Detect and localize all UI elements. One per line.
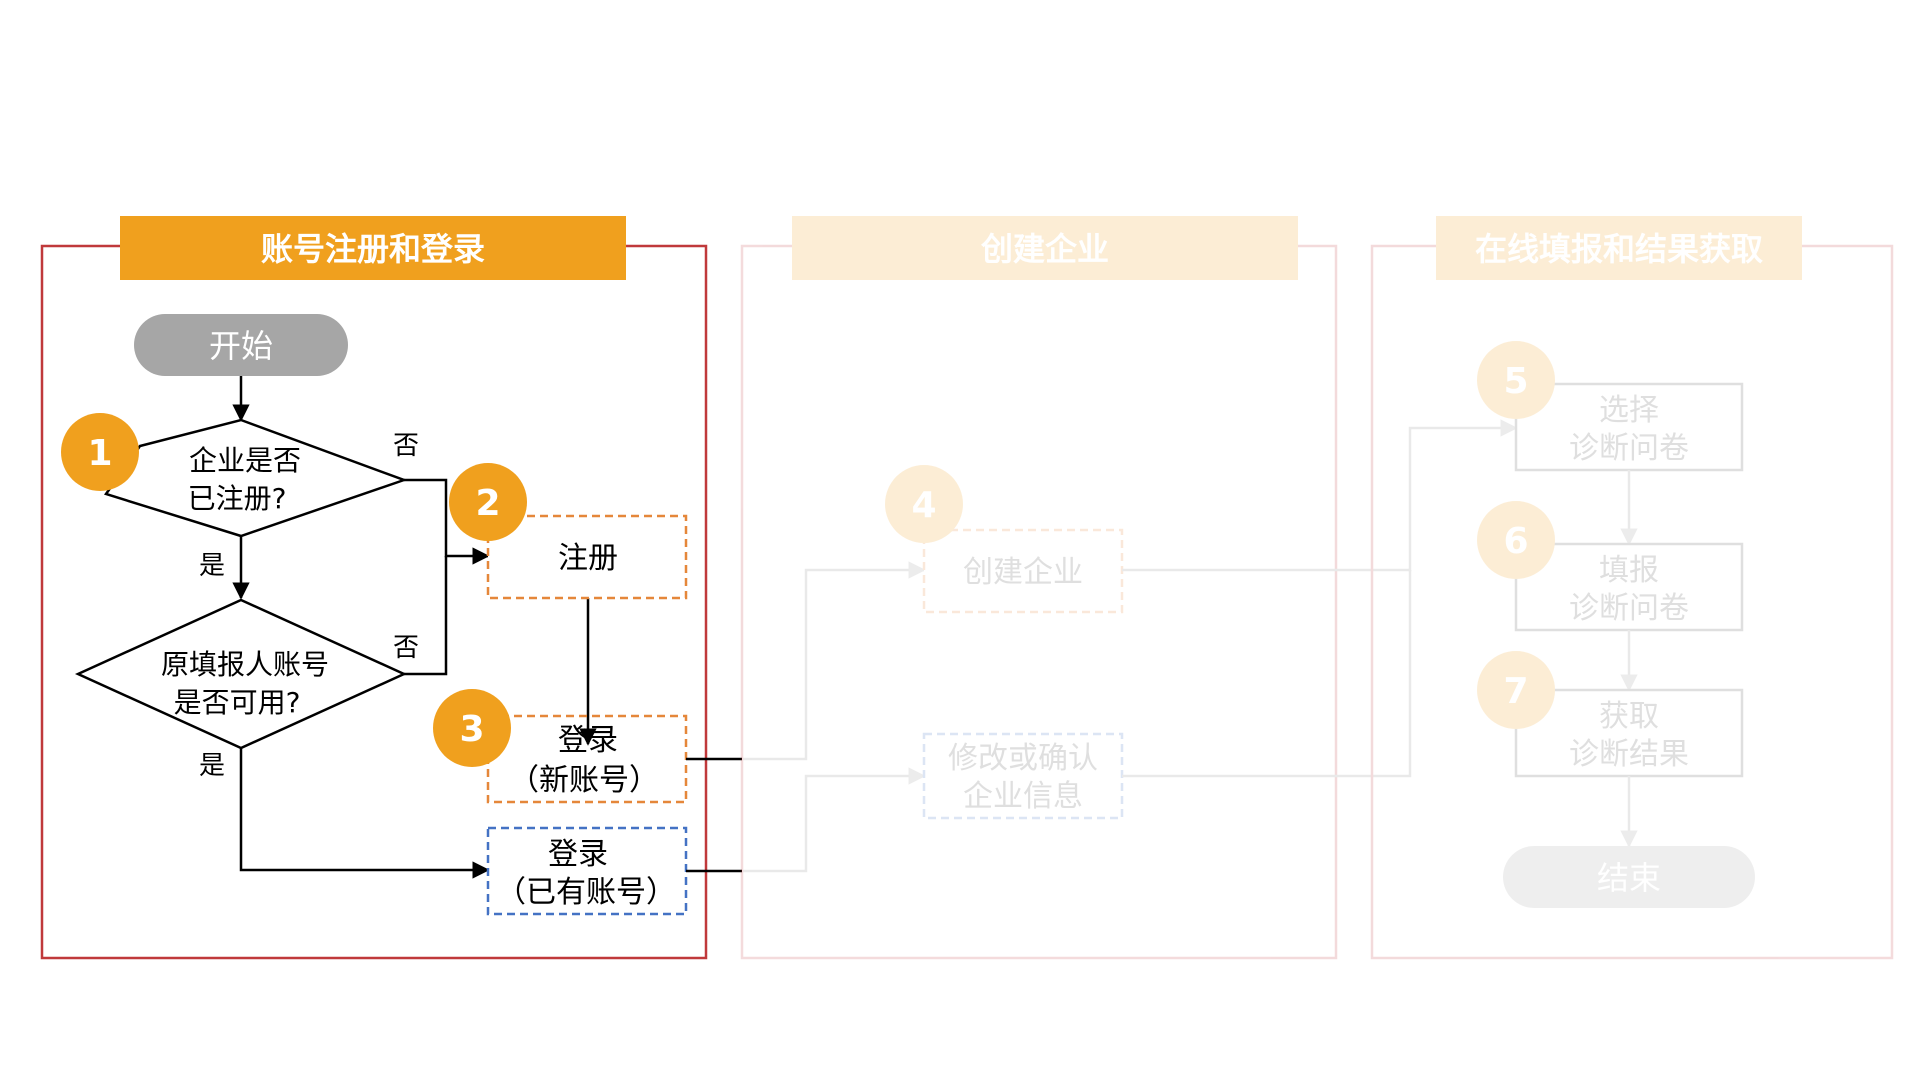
section-account-header	[120, 216, 626, 280]
step-number-7: 7	[1503, 671, 1528, 712]
section-account-title: 账号注册和登录	[261, 230, 485, 268]
label-d1-yes: 是	[199, 551, 225, 581]
step-badge-4	[885, 465, 963, 543]
modify-company-line1: 修改或确认	[948, 741, 1098, 776]
label-d2-no: 否	[393, 633, 419, 663]
modify-company-box	[922, 732, 1124, 820]
decision-account-usable-line1: 原填报人账号	[161, 648, 329, 681]
label-d2-yes: 是	[199, 751, 225, 781]
section-create-header	[792, 216, 1298, 280]
end-label: 结束	[1597, 859, 1661, 897]
edge-d2-yes	[239, 748, 490, 879]
login-existing-box	[486, 826, 688, 916]
section-online-header	[1436, 216, 1802, 280]
step-badge-6	[1477, 501, 1555, 579]
create-company-label: 创建企业	[963, 555, 1083, 590]
get-result-line2: 诊断结果	[1569, 737, 1689, 772]
select-questionnaire-line2: 诊断问卷	[1569, 431, 1689, 466]
modify-company-line2: 企业信息	[963, 779, 1083, 814]
section-create-title: 创建企业	[980, 230, 1109, 268]
decision-account-usable	[74, 598, 408, 750]
end-node	[1503, 846, 1755, 908]
section-create-frame	[740, 244, 1338, 960]
login-existing-line1: 登录	[548, 837, 608, 872]
edge-modify-to-select	[1122, 570, 1412, 778]
step-badge-5	[1477, 341, 1555, 419]
edge-d2-no	[404, 556, 448, 676]
get-result-box	[1514, 688, 1744, 778]
fill-questionnaire-line1: 填报	[1599, 553, 1659, 588]
start-node	[134, 314, 348, 376]
login-existing-line2: （已有账号）	[496, 875, 676, 910]
decision-account-usable-line2: 是否可用?	[174, 686, 301, 719]
select-questionnaire-line1: 选择	[1599, 393, 1659, 428]
start-label: 开始	[209, 327, 273, 365]
get-result-line1: 获取	[1599, 699, 1659, 734]
decision-registered-line2: 已注册?	[188, 482, 287, 515]
step-number-2: 2	[475, 483, 500, 524]
section-online-frame	[1370, 244, 1894, 960]
login-new-line2: （新账号）	[509, 763, 659, 798]
step-badge-1	[61, 413, 139, 491]
fill-questionnaire-box	[1514, 542, 1744, 632]
step-number-4: 4	[911, 485, 936, 526]
step-number-5: 5	[1503, 361, 1528, 402]
step-badge-3	[433, 689, 511, 767]
create-company-box	[922, 528, 1124, 614]
edge-to-create-company	[742, 561, 926, 761]
faded-sections: 创建企业 创建企业 修改或确认 企业信息 4 在线填报和结果获取 选择 诊断问卷…	[740, 216, 1894, 960]
label-d1-no: 否	[393, 431, 419, 461]
edge-d1-no	[404, 478, 490, 565]
register-label: 注册	[558, 541, 618, 576]
edge-to-modify-company	[742, 767, 926, 873]
step-number-3: 3	[459, 709, 484, 750]
decision-registered	[103, 418, 408, 538]
step-number-1: 1	[87, 433, 112, 474]
decision-registered-line1: 企业是否	[189, 444, 301, 477]
section-online-title: 在线填报和结果获取	[1475, 230, 1763, 268]
step-badge-2	[449, 463, 527, 541]
fill-questionnaire-line2: 诊断问卷	[1569, 591, 1689, 626]
step-number-6: 6	[1503, 521, 1528, 562]
select-questionnaire-box	[1514, 382, 1744, 472]
register-box	[486, 514, 688, 600]
edge-create-to-select	[1122, 419, 1518, 572]
section-account: 账号注册和登录 开始 企业是否 已注册? 原填报人账号 是否可用? 否 是 否 …	[40, 216, 742, 960]
step-badge-7	[1477, 651, 1555, 729]
login-new-line1: 登录	[558, 723, 618, 758]
